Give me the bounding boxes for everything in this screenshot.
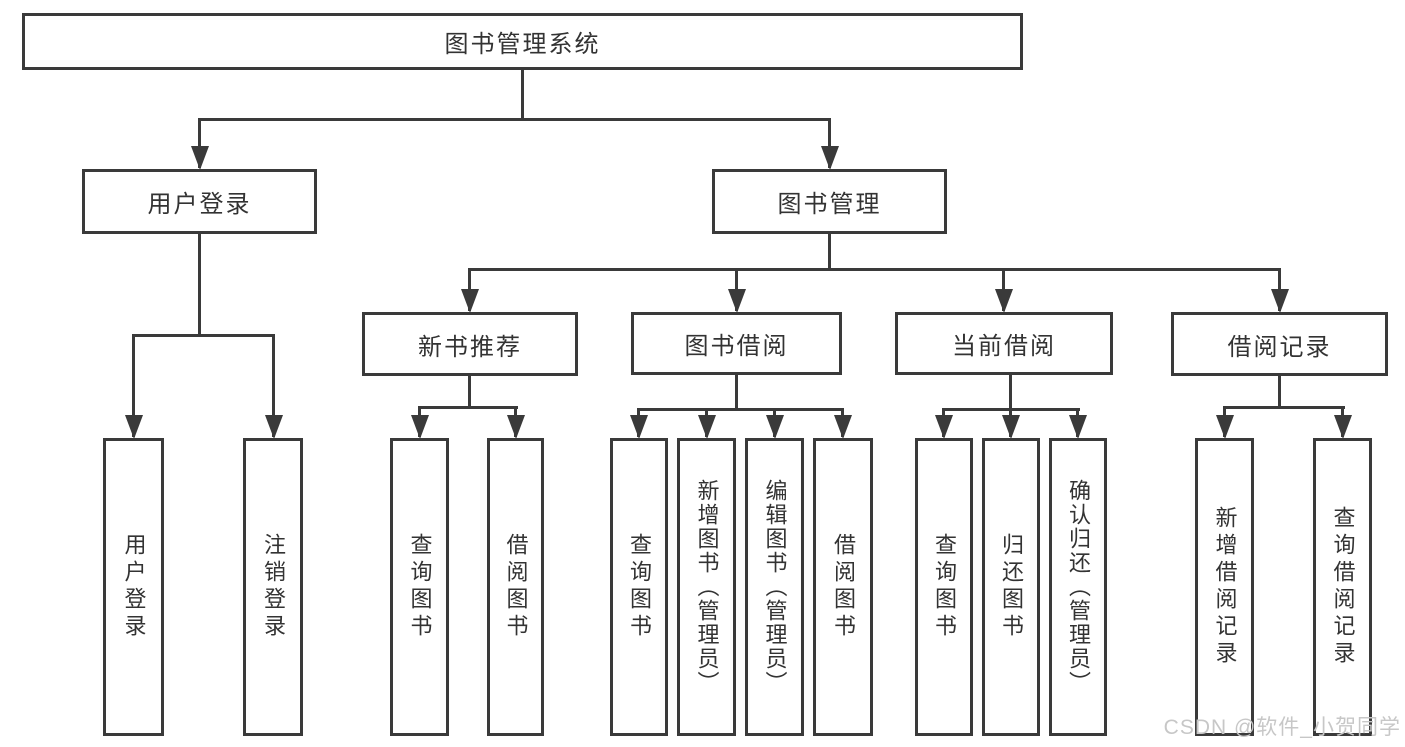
node-label: 查询借阅记录 xyxy=(1330,506,1356,668)
leaf-borrow-books: 借阅图书 xyxy=(813,438,873,736)
node-book-management: 图书管理 xyxy=(712,169,947,234)
leaf-borrow-books: 借阅图书 xyxy=(487,438,544,736)
leaf-query-books: 查询图书 xyxy=(390,438,449,736)
arrow-to-add-books xyxy=(697,408,716,439)
connector-user-login-bar xyxy=(132,334,275,337)
node-label: 确认归还（管理员） xyxy=(1066,479,1091,695)
node-label: 当前借阅 xyxy=(952,333,1056,360)
arrow-to-borrow-books xyxy=(833,408,852,439)
node-label: 用户登录 xyxy=(121,533,147,641)
connector-root-stem xyxy=(521,69,524,119)
connector-level2-bar xyxy=(198,118,831,121)
node-new-book-recommendation: 新书推荐 xyxy=(362,312,578,376)
node-label: 借阅图书 xyxy=(831,533,856,641)
arrow-to-edit-books xyxy=(765,408,784,439)
arrow-to-leaf-logout xyxy=(264,334,283,439)
node-current-borrowing: 当前借阅 xyxy=(895,312,1113,375)
connector-book-borrow-stem xyxy=(735,374,738,410)
node-user-login: 用户登录 xyxy=(82,169,317,234)
leaf-edit-books-admin: 编辑图书（管理员） xyxy=(745,438,804,736)
connector-borrow-record-bar xyxy=(1223,406,1345,409)
connector-level3-bar xyxy=(468,268,1281,271)
node-label: 新增图书（管理员） xyxy=(694,479,720,695)
node-label: 查询图书 xyxy=(932,533,957,641)
leaf-query-books: 查询图书 xyxy=(915,438,973,736)
connector-book-borrow-bar xyxy=(637,408,844,411)
arrow-to-book-management xyxy=(820,118,839,170)
connector-user-login-stem xyxy=(198,233,201,336)
connector-current-borrow-stem xyxy=(1009,374,1012,410)
arrow-to-query-books xyxy=(410,406,429,439)
leaf-confirm-return-admin: 确认归还（管理员） xyxy=(1049,438,1107,736)
node-label: 用户登录 xyxy=(147,191,252,218)
leaf-add-borrow-record: 新增借阅记录 xyxy=(1195,438,1254,736)
arrow-to-user-login xyxy=(190,118,209,170)
node-label: 查询图书 xyxy=(627,533,652,641)
node-book-borrowing: 图书借阅 xyxy=(631,312,842,375)
connector-new-book-rec-bar xyxy=(418,406,518,409)
leaf-query-books: 查询图书 xyxy=(610,438,668,736)
arrow-to-query-borrow-record xyxy=(1333,406,1352,439)
node-label: 归还图书 xyxy=(999,533,1024,641)
node-label: 图书借阅 xyxy=(684,333,789,360)
leaf-query-borrow-record: 查询借阅记录 xyxy=(1313,438,1372,736)
node-label: 查询图书 xyxy=(407,533,433,641)
arrow-to-new-book-recommendation xyxy=(460,268,479,313)
arrow-to-add-borrow-record xyxy=(1215,406,1234,439)
leaf-add-books-admin: 新增图书（管理员） xyxy=(677,438,736,736)
node-label: 编辑图书（管理员） xyxy=(762,479,788,695)
arrow-to-query-books xyxy=(629,408,648,439)
csdn-watermark: CSDN @软件_小贺同学 xyxy=(1163,716,1401,739)
arrow-to-borrow-books xyxy=(506,406,525,439)
connector-book-mgmt-stem xyxy=(828,233,831,270)
node-borrowing-records: 借阅记录 xyxy=(1171,312,1388,376)
node-label: 注销登录 xyxy=(261,533,286,641)
node-library-management-system: 图书管理系统 xyxy=(22,13,1023,70)
arrow-to-book-borrowing xyxy=(727,268,746,313)
arrow-to-confirm-return xyxy=(1068,408,1087,439)
connector-borrow-record-stem xyxy=(1278,375,1281,408)
node-label: 图书管理 xyxy=(777,191,882,218)
arrow-to-query-books xyxy=(934,408,953,439)
node-label: 图书管理系统 xyxy=(444,31,601,58)
node-label: 借阅图书 xyxy=(503,533,529,641)
node-label: 新增借阅记录 xyxy=(1212,506,1238,668)
arrow-to-return-books xyxy=(1001,408,1020,439)
leaf-logout: 注销登录 xyxy=(243,438,303,736)
leaf-return-books: 归还图书 xyxy=(982,438,1040,736)
arrow-to-current-borrowing xyxy=(994,268,1013,313)
arrow-to-leaf-user-login xyxy=(124,334,143,439)
arrow-to-borrowing-records xyxy=(1270,268,1289,313)
connector-new-book-rec-stem xyxy=(468,375,471,408)
node-label: 新书推荐 xyxy=(418,333,522,361)
leaf-user-login: 用户登录 xyxy=(103,438,164,736)
node-label: 借阅记录 xyxy=(1227,333,1332,361)
